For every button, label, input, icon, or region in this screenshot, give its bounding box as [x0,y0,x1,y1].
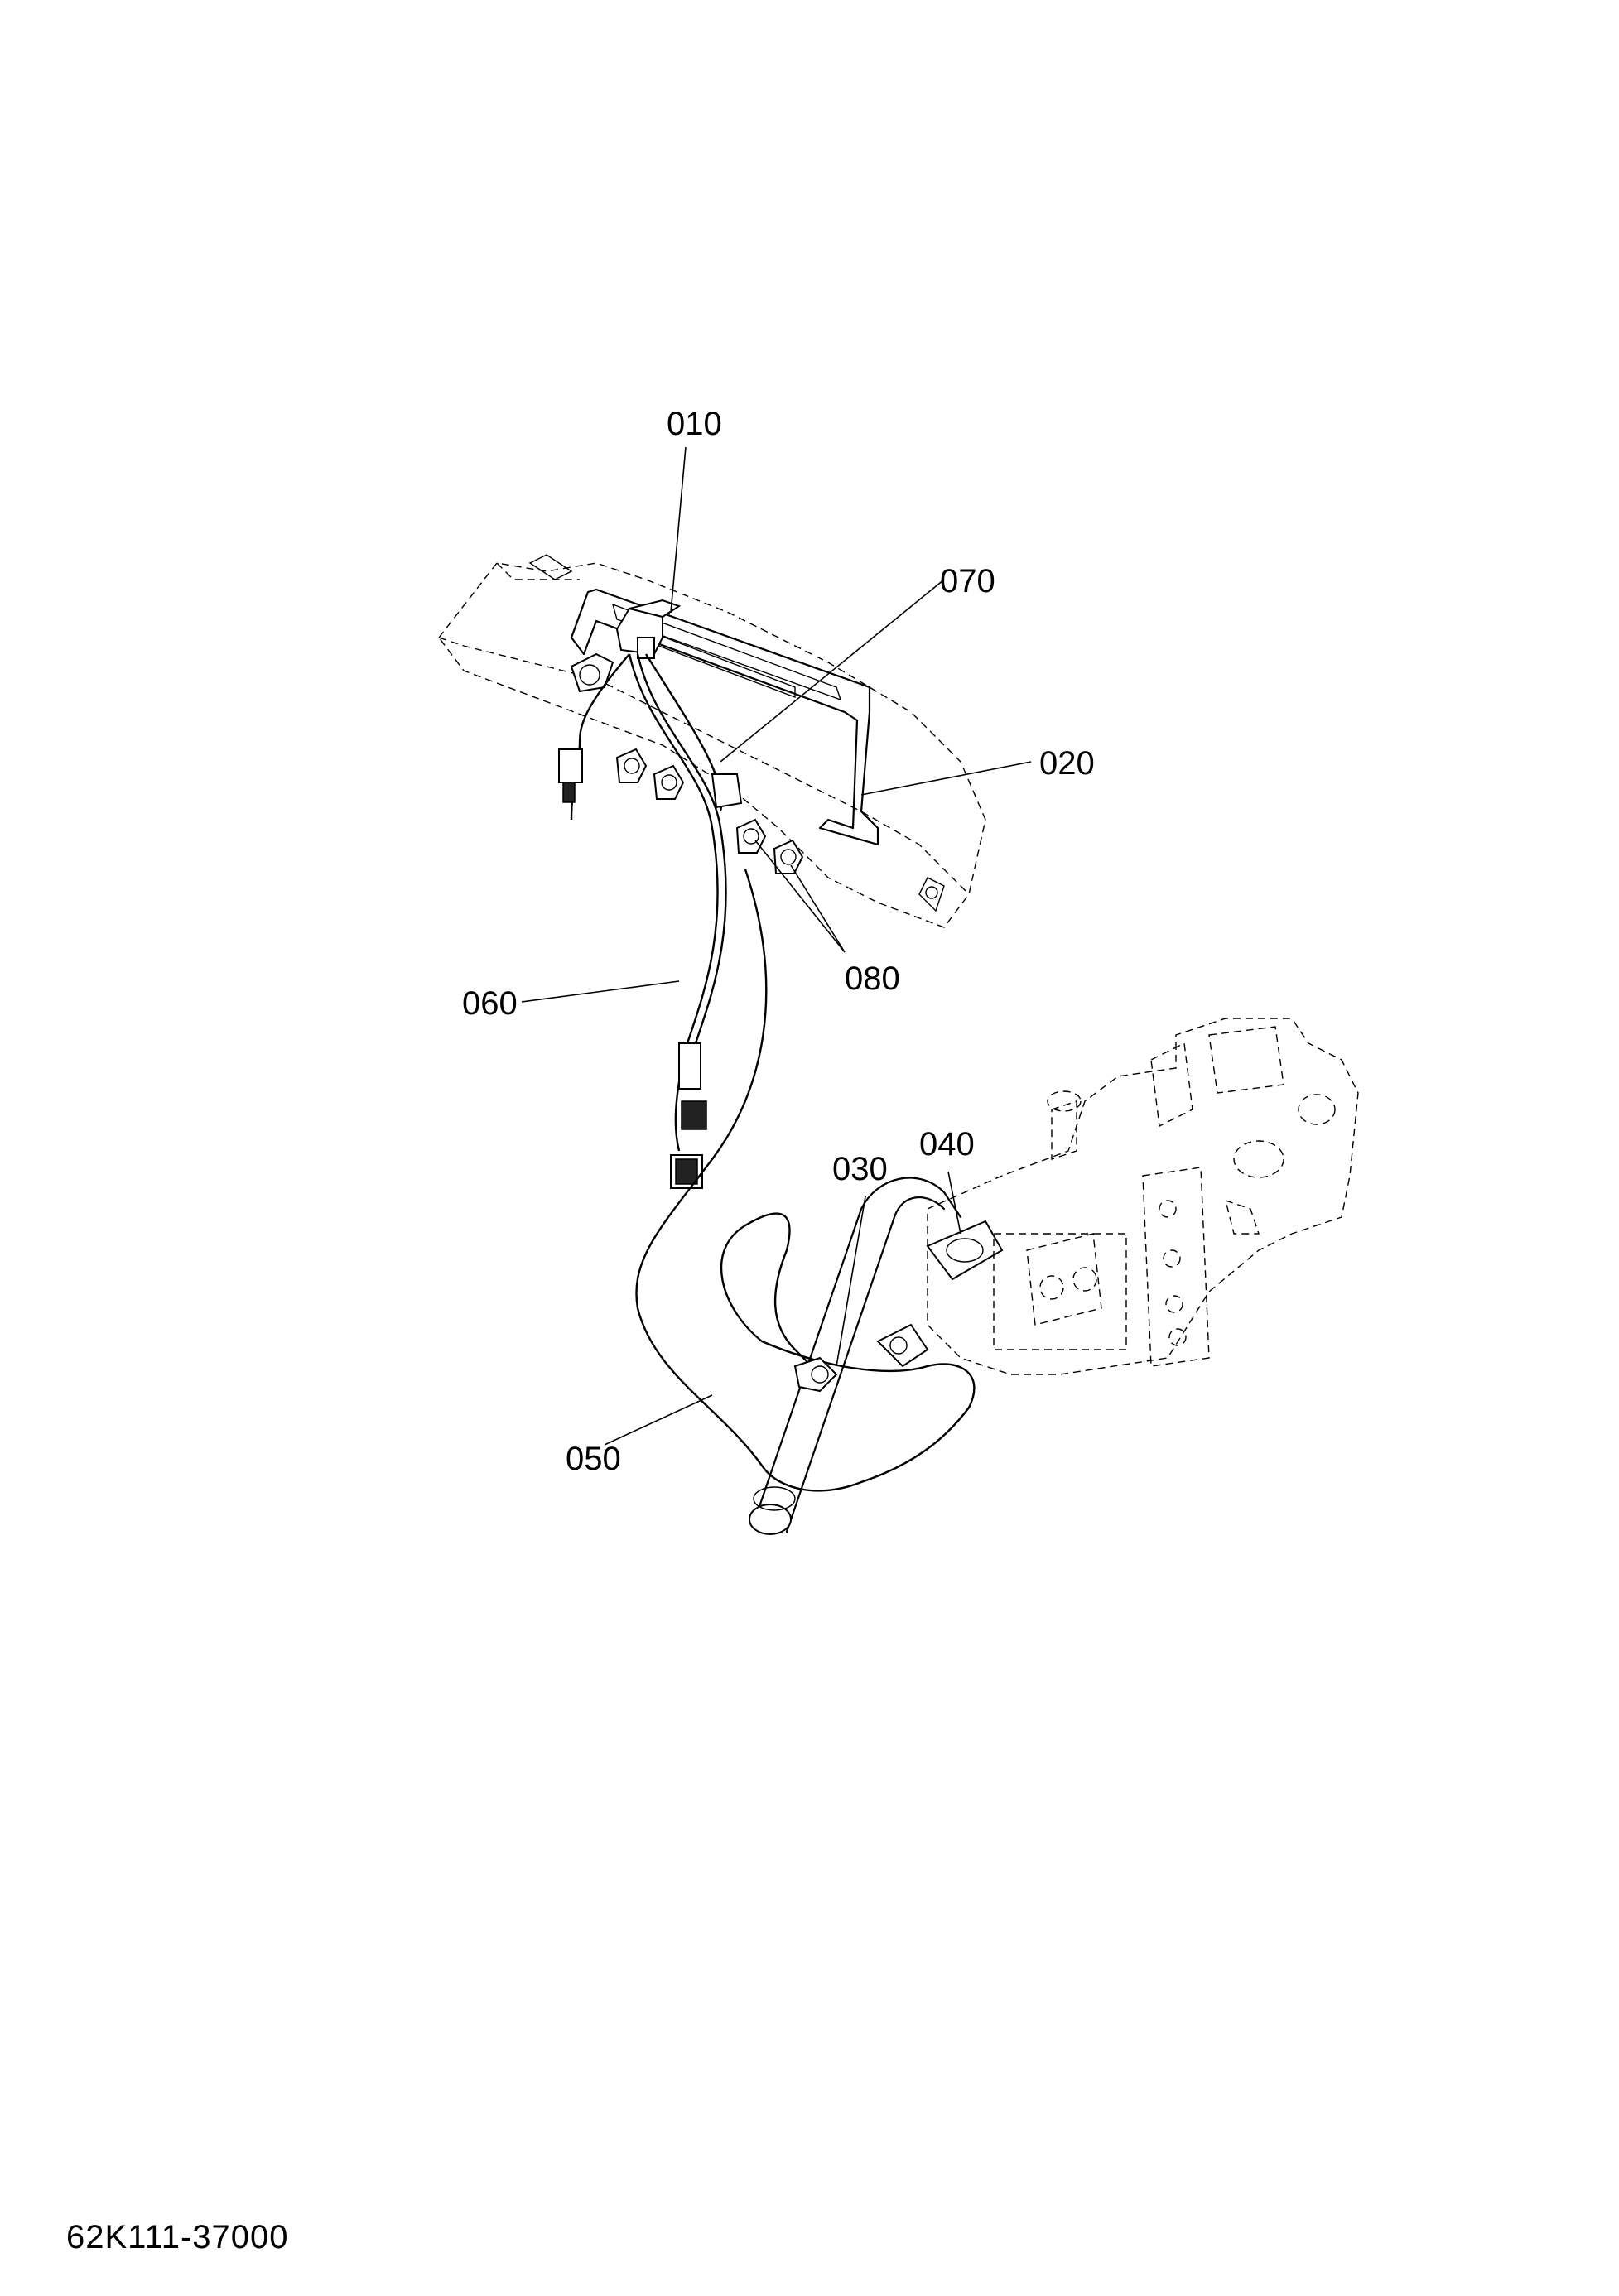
callout-070: 070 [940,563,995,599]
tube-assembly [749,1177,1004,1535]
wire-harness-060 [558,653,743,1189]
callout-020: 020 [1039,745,1095,782]
drawing-code: 62K111-37000 [66,2219,289,2255]
callout-050: 050 [566,1441,621,1477]
callout-labels: 010 070 020 080 060 030 040 050 [462,406,1095,1477]
control-valve-block [927,1018,1359,1375]
callout-080: 080 [845,960,900,997]
callout-010: 010 [667,406,722,442]
cable-050 [635,869,976,1492]
floor-cover-outline [438,554,986,928]
callout-030: 030 [832,1151,888,1187]
callout-060: 060 [462,985,518,1022]
sensor-module-010 [570,599,682,693]
callout-040: 040 [919,1126,975,1162]
leader-lines [521,446,1032,1446]
